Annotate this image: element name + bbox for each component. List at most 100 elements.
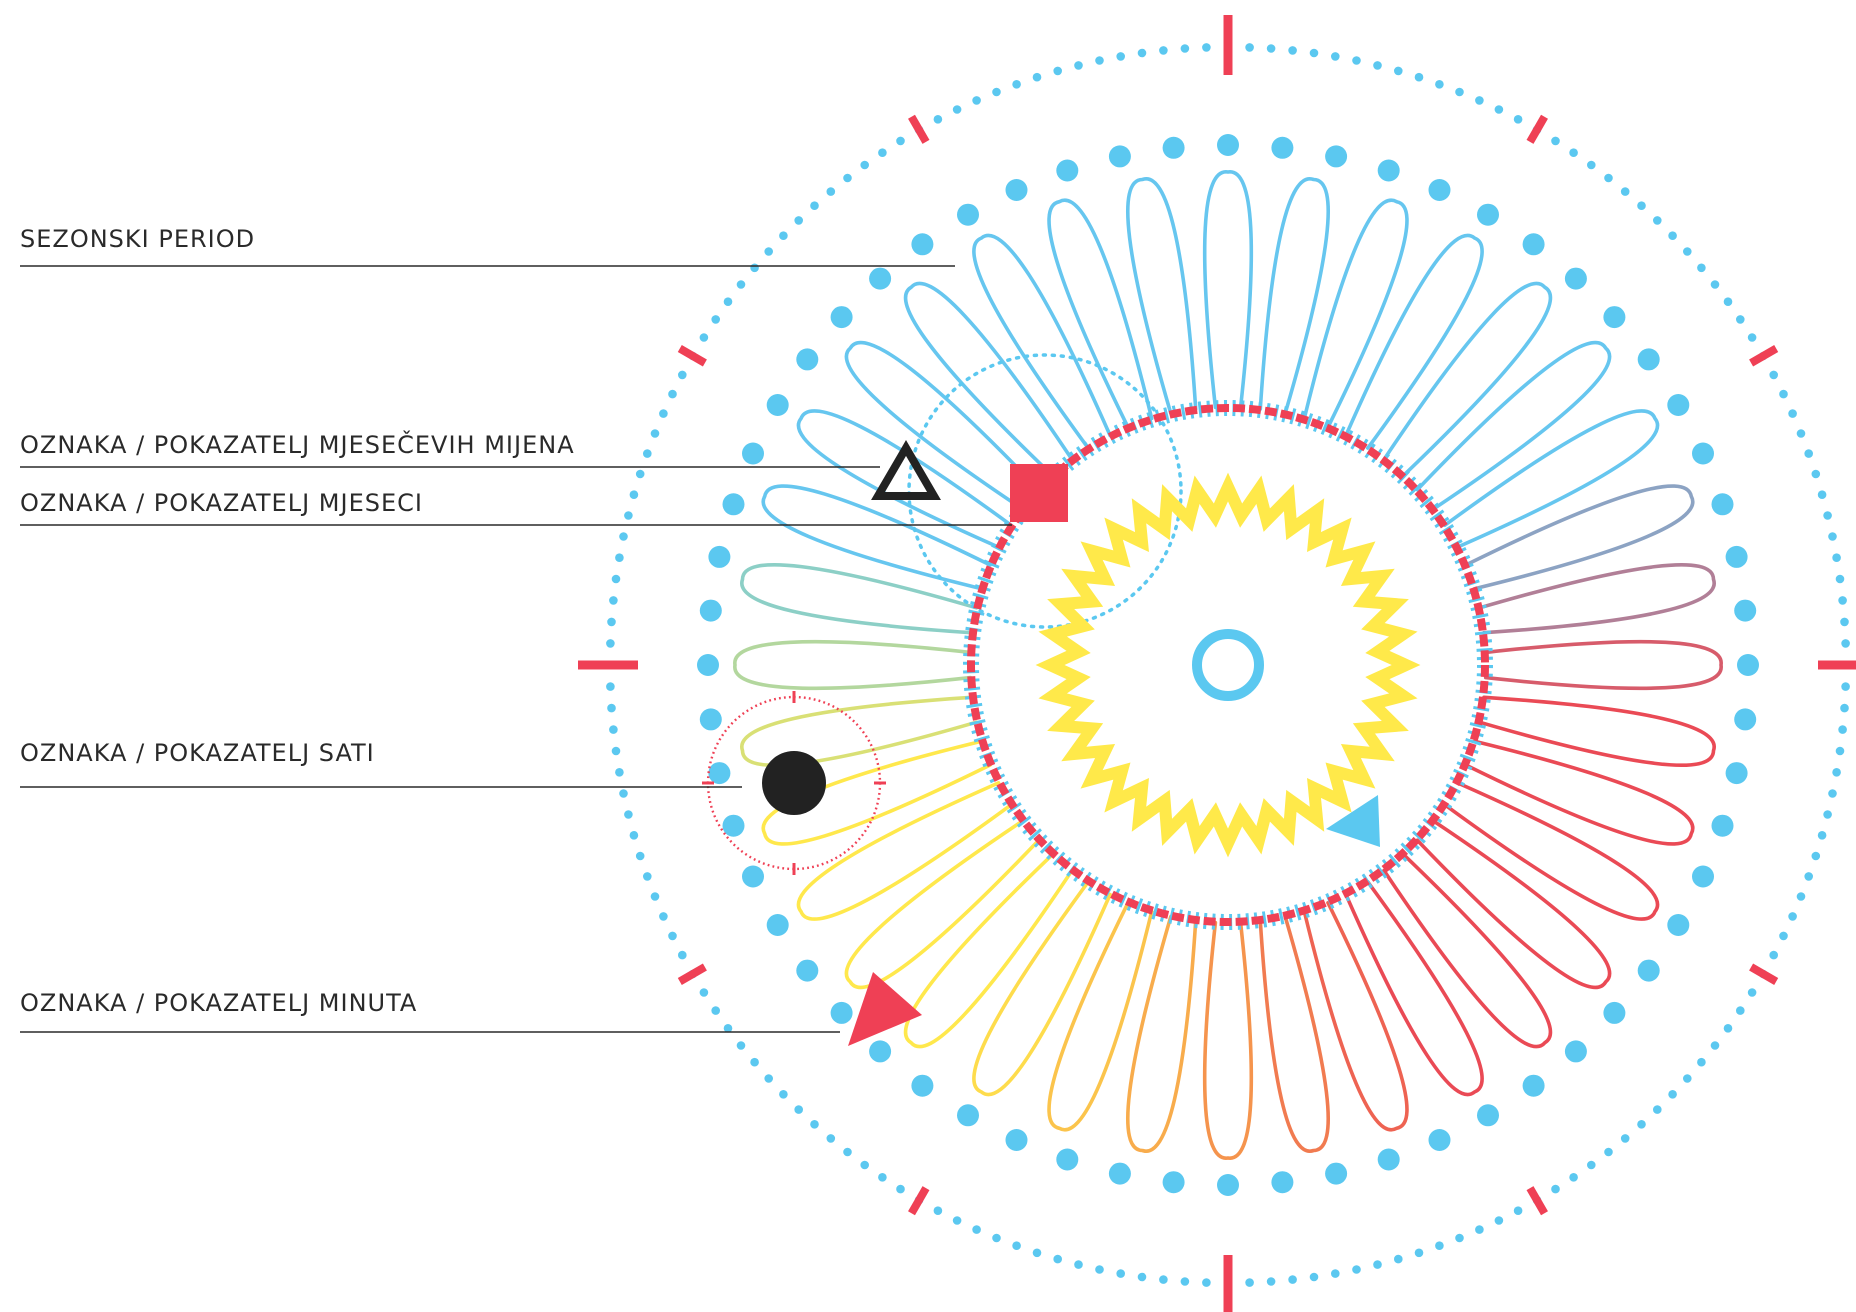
outer-ring-dot xyxy=(1838,725,1847,734)
outer-ring-dot xyxy=(1569,1173,1578,1182)
outer-ring-dot xyxy=(1817,490,1827,500)
outer-ring-dot xyxy=(629,831,639,840)
month-dot xyxy=(1734,599,1757,622)
month-dot xyxy=(1325,1162,1348,1185)
month-dot xyxy=(742,442,764,465)
outer-ring-dot xyxy=(668,931,677,941)
outer-ring-dot xyxy=(1180,44,1190,53)
season-petal xyxy=(1344,233,1484,450)
outer-ring-dot xyxy=(1823,810,1832,819)
month-dot xyxy=(957,1104,979,1127)
outer-ring-dot xyxy=(736,280,746,289)
month-dot xyxy=(1711,493,1734,516)
outer-ring-dot xyxy=(1074,61,1083,70)
season-petal xyxy=(796,781,1013,921)
month-dot xyxy=(1603,306,1626,329)
month-dot xyxy=(1692,865,1714,888)
season-petal xyxy=(1202,170,1254,410)
outer-ring-dot xyxy=(1414,72,1424,82)
outer-ring-dot xyxy=(1841,639,1850,648)
outer-ring-dot xyxy=(1373,1260,1382,1269)
outer-ring-dot xyxy=(1414,1248,1424,1258)
outer-ring-dot xyxy=(992,1233,1001,1243)
outer-ring-dot xyxy=(1288,1275,1297,1284)
outer-ring-dot xyxy=(1180,1277,1190,1286)
outer-ring-dot xyxy=(1620,1134,1630,1143)
month-dot xyxy=(1725,545,1748,568)
outer-ring-dot xyxy=(1620,187,1630,196)
outer-ring-dot xyxy=(624,810,633,819)
month-dot xyxy=(1428,179,1451,201)
month-dot xyxy=(1692,442,1714,465)
season-petal xyxy=(903,281,1074,478)
outer-ring-dot xyxy=(843,173,852,183)
outer-ring-dot xyxy=(1513,115,1523,124)
outer-ring-dot xyxy=(615,768,624,777)
outer-ring-dot xyxy=(1604,173,1613,183)
outer-ring-dot xyxy=(860,1160,869,1170)
outer-ring-dot xyxy=(1683,1074,1692,1083)
month-dot xyxy=(1056,159,1079,182)
outer-ring-dot xyxy=(933,1206,943,1215)
month-dot xyxy=(1477,203,1499,226)
season-petal xyxy=(1047,198,1154,429)
season-petal xyxy=(1415,340,1612,511)
outer-ring-dot xyxy=(1604,1147,1613,1157)
outer-ring-dot xyxy=(643,449,652,458)
outer-ring-dot xyxy=(1788,912,1797,921)
outer-ring-dot xyxy=(1352,56,1361,65)
season-petal xyxy=(1047,901,1154,1132)
outer-ring-dot xyxy=(1697,263,1706,273)
month-dot xyxy=(796,348,819,371)
outer-ring-dot xyxy=(711,1006,720,1015)
outer-ring-dot xyxy=(1494,1216,1504,1225)
month-dot xyxy=(1522,233,1545,256)
ring-icon xyxy=(1192,629,1264,701)
label-moon-phases: OZNAKA / POKAZATELJ MJESEČEVIH MIJENA xyxy=(20,429,575,459)
outer-ring-dot xyxy=(1551,1184,1560,1194)
outer-dotted-ring xyxy=(605,42,1851,1288)
outer-ring-dot xyxy=(896,1184,905,1194)
outer-ring-dot xyxy=(1747,988,1757,997)
month-dot xyxy=(1667,394,1690,416)
red-dashed-ring xyxy=(967,404,1489,926)
outer-ring-dot xyxy=(1779,389,1788,399)
outer-ring-dot xyxy=(611,746,621,756)
outer-ring-dot xyxy=(624,511,633,520)
season-petal xyxy=(1483,639,1723,691)
blue-triangle-icon xyxy=(1326,795,1380,847)
outer-ring-dot xyxy=(1053,1254,1062,1264)
leader-lines xyxy=(20,265,1012,1033)
month-dot xyxy=(1108,1162,1131,1185)
outer-ring-dot xyxy=(1637,1120,1646,1129)
outer-ring-dot xyxy=(1137,1272,1147,1282)
outer-ring-dot xyxy=(1653,216,1662,225)
outer-ring-dot xyxy=(972,1225,981,1234)
season-petal xyxy=(972,880,1112,1097)
outer-ring-dot xyxy=(1710,1041,1720,1050)
season-petal xyxy=(1382,852,1553,1049)
outer-ring-dot xyxy=(668,389,677,399)
month-dot xyxy=(1377,1148,1400,1171)
outer-ring-dot xyxy=(1697,1057,1706,1067)
month-dot xyxy=(1162,1171,1185,1194)
outer-ring-dot xyxy=(1053,66,1062,76)
month-dot xyxy=(722,493,745,516)
outer-ring-dot xyxy=(650,429,660,438)
season-petal xyxy=(740,695,979,767)
outer-ring-dot xyxy=(606,639,615,648)
outer-ring-dot xyxy=(723,297,733,307)
season-petal xyxy=(1443,409,1660,549)
month-dot xyxy=(1711,814,1734,837)
outer-ring-dot xyxy=(1828,789,1837,798)
outer-ring-dot xyxy=(1266,1277,1276,1286)
outer-ring-dot xyxy=(1032,1248,1042,1258)
label-months: OZNAKA / POKAZATELJ MJESECI xyxy=(20,489,423,517)
season-petal xyxy=(1126,177,1198,416)
outer-ring-dot xyxy=(1840,703,1849,713)
outer-ring-dot xyxy=(629,490,639,500)
month-dot xyxy=(1325,145,1348,168)
outer-ring-dot xyxy=(1202,1278,1211,1287)
outer-ring-dot xyxy=(764,1074,773,1083)
outer-ring-dot xyxy=(878,1173,887,1182)
